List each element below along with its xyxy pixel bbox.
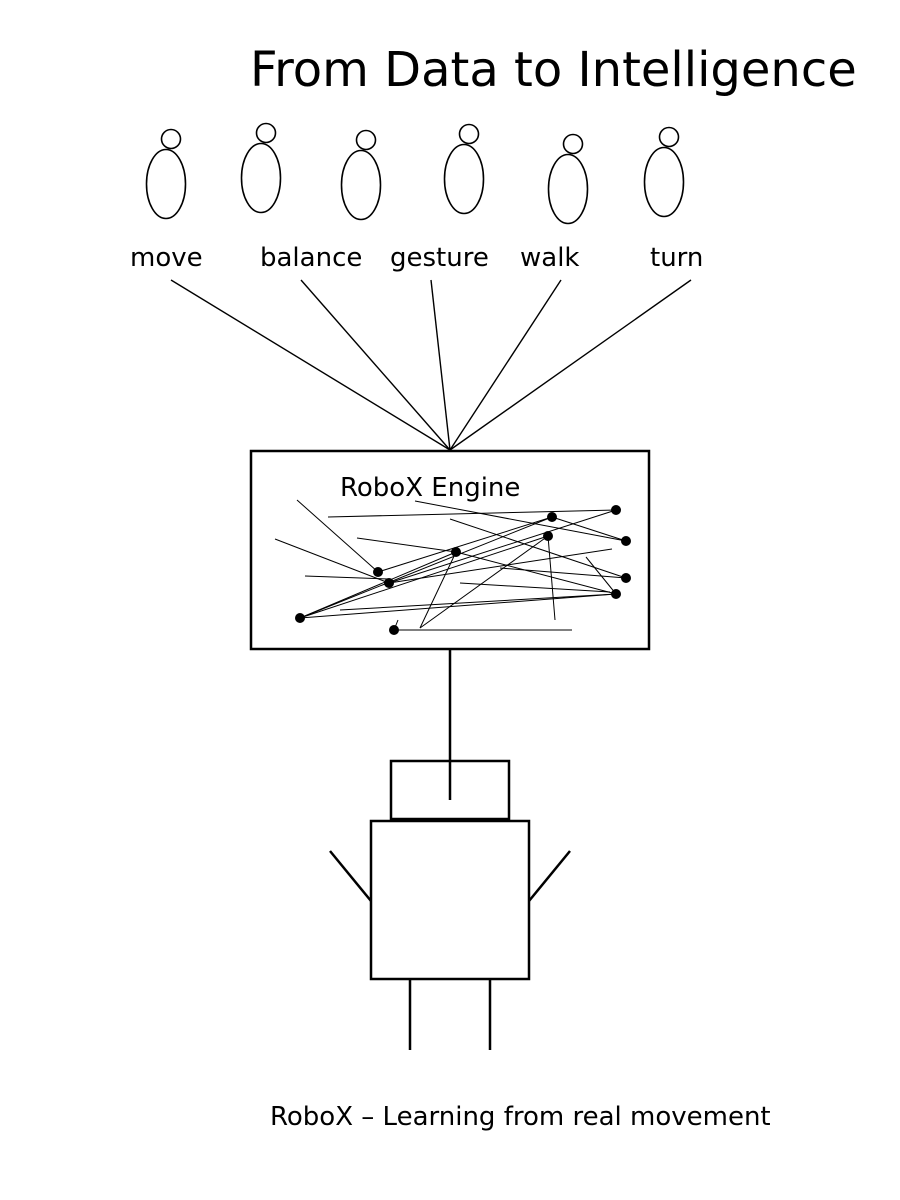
label-gesture: gesture bbox=[390, 243, 489, 273]
network-node bbox=[373, 567, 383, 577]
network-node bbox=[389, 625, 399, 635]
label-turn: turn bbox=[650, 243, 703, 273]
person-head bbox=[658, 126, 680, 148]
person-head bbox=[255, 122, 277, 144]
connector-line-walk bbox=[449, 279, 562, 451]
robot-body bbox=[369, 819, 531, 981]
diagram-caption: RoboX – Learning from real movement bbox=[270, 1102, 771, 1132]
connector-line-turn bbox=[449, 279, 692, 451]
label-move: move bbox=[130, 243, 203, 273]
network-node bbox=[547, 512, 557, 522]
network-node bbox=[295, 613, 305, 623]
connector-line-gesture bbox=[430, 279, 451, 451]
person-body bbox=[240, 142, 282, 214]
person-figure-6 bbox=[643, 126, 685, 218]
network-node bbox=[611, 505, 621, 515]
robot-right-arm bbox=[528, 850, 571, 902]
engine-title: RoboX Engine bbox=[340, 473, 520, 503]
robot-head bbox=[389, 759, 511, 821]
person-body bbox=[643, 146, 685, 218]
person-head bbox=[160, 128, 182, 150]
person-figure-3 bbox=[340, 129, 382, 221]
network-node bbox=[621, 573, 631, 583]
person-figure-2 bbox=[240, 122, 282, 214]
robot-figure bbox=[329, 759, 571, 1050]
person-figure-5 bbox=[547, 133, 589, 225]
label-balance: balance bbox=[260, 243, 362, 273]
network-node bbox=[611, 589, 621, 599]
person-body bbox=[145, 148, 187, 220]
connector-line-move bbox=[170, 279, 451, 451]
person-head bbox=[458, 123, 480, 145]
person-body bbox=[443, 143, 485, 215]
converging-lines bbox=[170, 279, 692, 451]
person-figure-4 bbox=[443, 123, 485, 215]
person-head bbox=[562, 133, 584, 155]
network-node bbox=[451, 547, 461, 557]
label-walk: walk bbox=[520, 243, 579, 273]
person-figure-1 bbox=[145, 128, 187, 220]
network-node bbox=[621, 536, 631, 546]
network-nodes bbox=[295, 505, 631, 635]
network-node bbox=[543, 531, 553, 541]
connector-line-balance bbox=[300, 279, 451, 451]
person-body bbox=[340, 149, 382, 221]
diagram-title: From Data to Intelligence bbox=[250, 42, 857, 98]
engine-box bbox=[249, 449, 651, 651]
network-node bbox=[384, 578, 394, 588]
person-body bbox=[547, 153, 589, 225]
network-lines bbox=[274, 499, 627, 631]
person-head bbox=[355, 129, 377, 151]
robot-left-arm bbox=[329, 850, 372, 902]
